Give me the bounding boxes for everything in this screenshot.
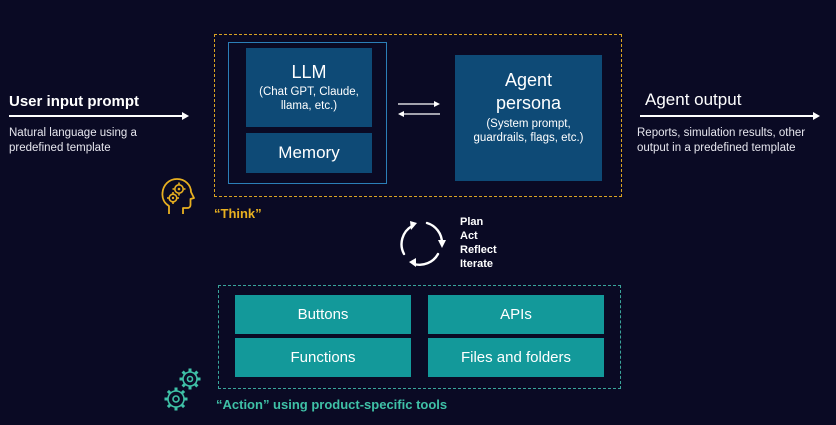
tool-buttons-box: Buttons xyxy=(235,295,411,334)
output-arrow-line xyxy=(640,115,814,117)
persona-sub-line1: (System prompt, xyxy=(486,118,571,130)
llm-sub-line2: llama, etc.) xyxy=(280,100,338,112)
memory-box: Memory xyxy=(246,133,372,173)
llm-memory-frame xyxy=(228,42,387,184)
cycle-step-reflect: Reflect xyxy=(460,244,497,256)
persona-sub-line2: guardrails, flags, etc.) xyxy=(473,132,584,144)
bidirectional-arrows-icon xyxy=(398,101,440,117)
cycle-step-act: Act xyxy=(460,230,478,242)
input-description: Natural language using a predefined temp… xyxy=(9,126,137,156)
gears-icon xyxy=(164,368,201,411)
output-title: Agent output xyxy=(645,90,742,109)
llm-box: LLM (Chat GPT, Claude, llama, etc.) xyxy=(246,48,372,127)
llm-sub-line1: (Chat GPT, Claude, xyxy=(259,86,359,98)
llm-title: LLM xyxy=(291,62,327,82)
input-arrow-head xyxy=(182,112,189,120)
persona-title-line2: persona xyxy=(495,93,562,113)
persona-title-line1: Agent xyxy=(504,70,553,90)
head-gears-icon xyxy=(161,178,195,214)
input-title: User input prompt xyxy=(9,93,139,110)
cycle-step-iterate: Iterate xyxy=(460,258,494,270)
input-description-line1: Natural language using a xyxy=(9,127,137,139)
tool-functions-box: Functions xyxy=(235,338,411,377)
output-arrow-head xyxy=(813,112,820,120)
think-region xyxy=(214,34,622,197)
agent-persona-box: Agent persona (System prompt, guardrails… xyxy=(455,55,602,181)
output-description: Reports, simulation results, other outpu… xyxy=(637,126,805,156)
cycle-step-plan: Plan xyxy=(460,216,484,228)
input-description-line2: predefined template xyxy=(9,142,111,154)
tool-files-folders-box: Files and folders xyxy=(428,338,604,377)
tool-apis-box: APIs xyxy=(428,295,604,334)
action-region xyxy=(218,285,621,389)
think-label: “Think” xyxy=(214,206,262,221)
action-label: “Action” using product-specific tools xyxy=(216,397,448,412)
memory-title: Memory xyxy=(278,143,340,162)
output-description-line1: Reports, simulation results, other xyxy=(637,127,806,139)
input-arrow-line xyxy=(9,115,183,117)
cycle-arrows-icon xyxy=(400,221,446,267)
cycle-steps: Plan Act Reflect Iterate xyxy=(460,215,497,271)
output-description-line2: output in a predefined template xyxy=(637,142,796,154)
